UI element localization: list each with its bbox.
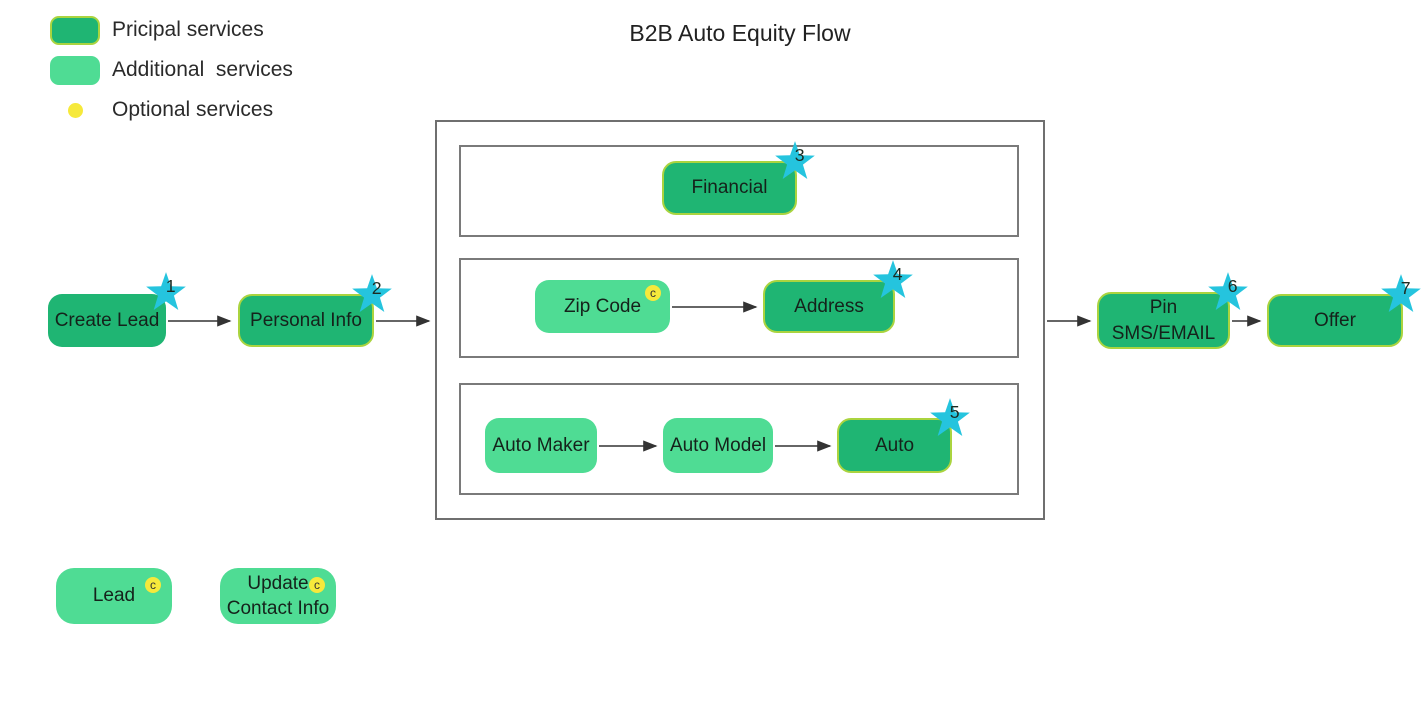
auto-group-box[interactable] (459, 383, 1019, 495)
legend: Pricipal services Additional services Op… (50, 15, 293, 135)
svg-text:7: 7 (1401, 278, 1411, 298)
svg-text:6: 6 (1228, 276, 1238, 296)
star-badge-icon: 2 (352, 274, 392, 312)
node-create-lead[interactable]: Create Lead 1 (48, 272, 186, 347)
optional-c-badge: c (645, 285, 661, 301)
star-badge-icon: 7 (1381, 274, 1421, 312)
node-label: Auto (874, 434, 915, 456)
address-group-box[interactable] (459, 258, 1019, 358)
node-personal-info[interactable]: Personal Info 2 (238, 274, 392, 347)
legend-item-additional: Additional services (50, 55, 293, 85)
node-label: Zip Code (563, 295, 642, 317)
node-auto-model[interactable]: Auto Model (663, 418, 773, 473)
optional-dot-icon (67, 102, 83, 118)
services-container[interactable] (435, 120, 1045, 520)
star-badge-icon: 3 (775, 141, 815, 179)
legend-item-optional: Optional services (50, 95, 293, 125)
legend-label: Pricipal services (112, 18, 264, 41)
legend-item-principal: Pricipal services (50, 15, 293, 45)
node-label: Offer (1314, 309, 1356, 331)
node-label: Address (794, 295, 864, 317)
node-offer[interactable]: Offer 7 (1267, 274, 1421, 347)
node-label: Auto Maker (492, 434, 590, 456)
node-address[interactable]: Address 4 (763, 260, 913, 333)
page-title: B2B Auto Equity Flow (629, 20, 851, 46)
node-zip-code[interactable]: Zip Code c (535, 280, 670, 333)
star-badge-icon: 6 (1208, 272, 1248, 310)
star-badge-icon: 4 (873, 260, 913, 298)
svg-text:4: 4 (893, 264, 903, 284)
node-update-contact-info[interactable]: Update Contact Info c (220, 568, 336, 624)
node-label: Auto Model (669, 434, 767, 456)
node-auto[interactable]: Auto 5 (837, 398, 970, 473)
optional-dot-cell (50, 102, 100, 118)
star-badge-icon: 5 (930, 398, 970, 436)
node-label: Update Contact Info (226, 572, 330, 619)
svg-text:5: 5 (950, 402, 960, 422)
node-lead[interactable]: Lead c (56, 568, 172, 624)
node-financial[interactable]: Financial 3 (662, 141, 815, 215)
legend-label: Additional services (112, 58, 293, 81)
financial-group-box[interactable] (459, 145, 1019, 237)
svg-text:1: 1 (166, 276, 176, 296)
svg-text:3: 3 (795, 145, 805, 165)
node-label: Lead (92, 585, 136, 607)
node-label: Personal Info (250, 309, 362, 331)
star-badge-icon: 1 (146, 272, 186, 310)
svg-text:2: 2 (372, 278, 382, 298)
optional-c-badge: c (145, 577, 161, 593)
node-label: Create Lead (54, 309, 160, 331)
node-label: Financial (691, 177, 768, 199)
node-pin-sms-email[interactable]: Pin SMS/EMAIL 6 (1097, 272, 1248, 349)
principal-swatch-icon (50, 15, 100, 45)
additional-swatch-icon (50, 55, 100, 85)
optional-c-badge: c (309, 577, 325, 593)
legend-label: Optional services (112, 98, 274, 121)
node-label: Pin SMS/EMAIL (1111, 297, 1216, 344)
node-auto-maker[interactable]: Auto Maker (485, 418, 597, 473)
